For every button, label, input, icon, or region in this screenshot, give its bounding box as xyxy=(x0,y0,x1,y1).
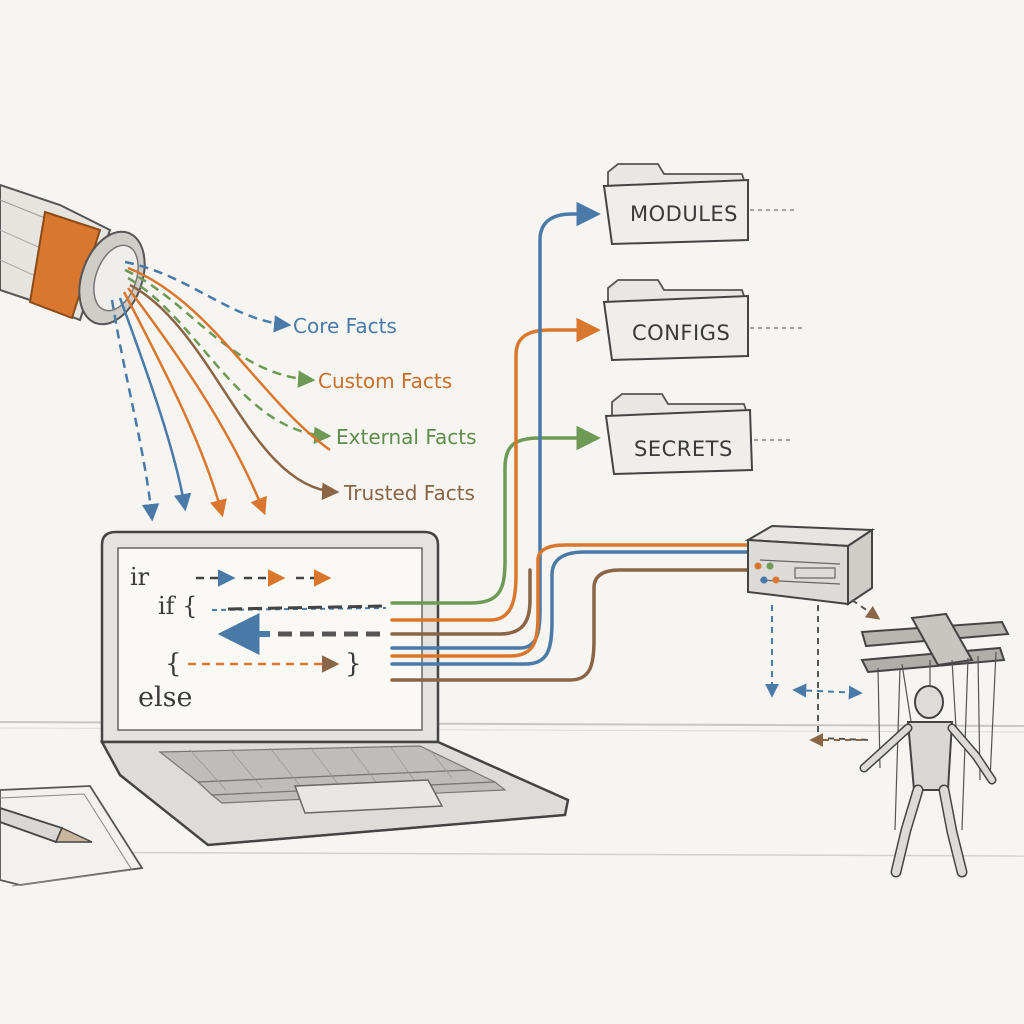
strand-external xyxy=(127,276,332,445)
label-custom-facts: Custom Facts xyxy=(318,369,452,393)
cable-blue-modules xyxy=(390,201,601,650)
laptop-output-cables xyxy=(390,201,750,682)
strand-orange-1 xyxy=(127,266,331,452)
strand-core xyxy=(124,260,292,333)
strand-trusted xyxy=(129,283,340,501)
server-icon xyxy=(744,524,876,606)
cable-blue-server xyxy=(390,550,750,666)
code-line-brace-open: { xyxy=(165,649,182,679)
code-line-brace-close: } xyxy=(345,649,362,679)
cable-orange-server xyxy=(390,543,750,658)
folder-label-modules: MODULES xyxy=(630,202,738,226)
label-trusted-facts: Trusted Facts xyxy=(343,481,475,505)
folder-label-configs: CONFIGS xyxy=(632,321,730,345)
label-core-facts: Core Facts xyxy=(293,314,397,338)
code-line-if: if { xyxy=(158,592,197,620)
folder-configs xyxy=(602,279,805,362)
folder-modules xyxy=(602,163,795,246)
cable-brown-1 xyxy=(390,568,532,636)
label-external-facts: External Facts xyxy=(336,425,477,449)
puppet-marionette-icon xyxy=(859,612,1010,878)
strand-down-blue-2 xyxy=(118,297,192,512)
strand-down-blue-1 xyxy=(110,299,160,522)
server-puppet-arrows xyxy=(765,599,881,747)
cable-brown-server xyxy=(390,568,750,682)
strand-custom xyxy=(124,268,316,388)
screen-arrows xyxy=(188,569,387,673)
code-line-ir: ir xyxy=(130,563,150,591)
cable-orange-configs xyxy=(390,317,601,622)
laptop-icon xyxy=(99,530,570,847)
folder-label-secrets: SECRETS xyxy=(634,437,733,461)
fact-strands xyxy=(110,260,340,522)
code-line-else: else xyxy=(138,682,192,713)
pencil-icon xyxy=(0,807,93,844)
fiber-cable-icon xyxy=(0,183,146,326)
folder-secrets xyxy=(604,393,790,476)
cable-green-secrets xyxy=(390,425,601,605)
strand-down-orange-2 xyxy=(127,287,267,516)
strand-down-orange-1 xyxy=(122,291,227,518)
